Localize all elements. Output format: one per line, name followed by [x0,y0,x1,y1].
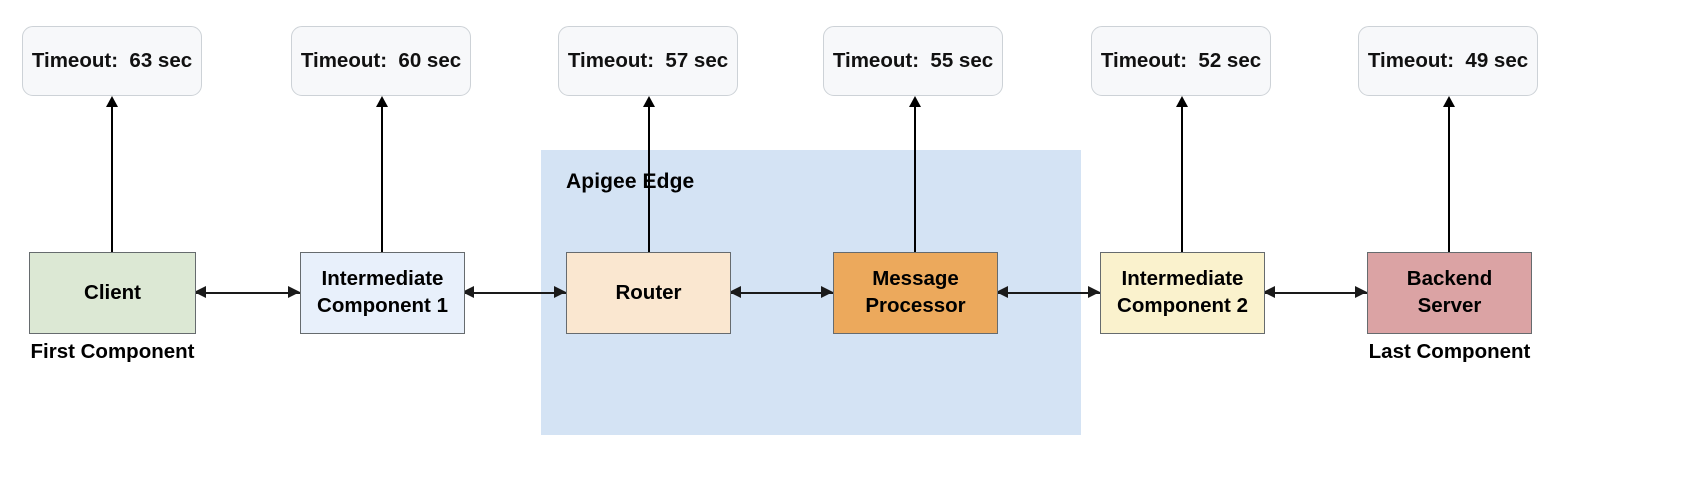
timeout-badge-router: Timeout: 57 sec [558,26,738,96]
connector-client-to-timeout-arrowhead [106,96,118,107]
node-client[interactable]: Client [29,252,196,334]
connector-message-processor-intermediate-2-arrowhead-left [996,286,1008,298]
connector-intermediate-1-to-timeout-arrowhead [376,96,388,107]
connector-intermediate-1-router-arrowhead-right [554,286,566,298]
connector-intermediate-2-to-timeout [1181,105,1183,253]
timeout-badge-intermediate-2: Timeout: 52 sec [1091,26,1271,96]
node-intermediate-1[interactable]: Intermediate Component 1 [300,252,465,334]
connector-client-intermediate-1 [196,292,300,294]
timeout-badge-client: Timeout: 63 sec [22,26,202,96]
node-backend-server-label-line2: Server [1417,294,1482,317]
apigee-edge-zone-label: Apigee Edge [566,170,695,193]
connector-router-message-processor [731,292,833,294]
node-router-label-line1: Router [615,280,682,304]
node-client-label-line1: Client [84,280,141,304]
connector-intermediate-1-to-timeout [381,105,383,253]
node-router[interactable]: Router [566,252,731,334]
node-message-processor-label-line1: Message [872,267,959,291]
connector-intermediate-1-router-arrowhead-left [462,286,474,298]
timeout-badge-backend-server: Timeout: 49 sec [1358,26,1538,96]
connector-backend-server-to-timeout-arrowhead [1443,96,1455,107]
node-intermediate-2-label-line1: Intermediate [1121,267,1244,291]
connector-message-processor-to-timeout-arrowhead [909,96,921,107]
connector-client-intermediate-1-arrowhead-left [194,286,206,298]
timeout-badge-intermediate-1: Timeout: 60 sec [291,26,471,96]
connector-client-intermediate-1-arrowhead-right [288,286,300,298]
node-intermediate-2[interactable]: Intermediate Component 2 [1100,252,1265,334]
node-intermediate-2-label-line2: Component 2 [1117,294,1248,317]
connector-router-message-processor-arrowhead-left [729,286,741,298]
connector-message-processor-to-timeout [914,105,916,253]
node-message-processor-label-line2: Processor [865,294,966,317]
connector-intermediate-2-backend-server-arrowhead-left [1263,286,1275,298]
connector-intermediate-2-to-timeout-arrowhead [1176,96,1188,107]
connector-router-to-timeout-arrowhead [643,96,655,107]
connector-intermediate-2-backend-server-arrowhead-right [1355,286,1367,298]
connector-client-to-timeout [111,105,113,253]
timeout-badge-message-processor: Timeout: 55 sec [823,26,1003,96]
connector-router-to-timeout [648,105,650,253]
node-backend-server-label-line1: Backend [1406,267,1493,291]
connector-router-message-processor-arrowhead-right [821,286,833,298]
connector-intermediate-1-router [464,292,566,294]
node-backend-server[interactable]: Backend Server [1367,252,1532,334]
connector-message-processor-intermediate-2-arrowhead-right [1088,286,1100,298]
node-intermediate-1-label-line2: Component 1 [317,294,448,317]
caption-first-component: First Component [30,340,195,363]
node-message-processor[interactable]: Message Processor [833,252,998,334]
connector-backend-server-to-timeout [1448,105,1450,253]
node-intermediate-1-label-line1: Intermediate [321,267,444,291]
connector-intermediate-2-backend-server [1265,292,1367,294]
connector-message-processor-intermediate-2 [998,292,1100,294]
caption-last-component: Last Component [1368,340,1531,363]
